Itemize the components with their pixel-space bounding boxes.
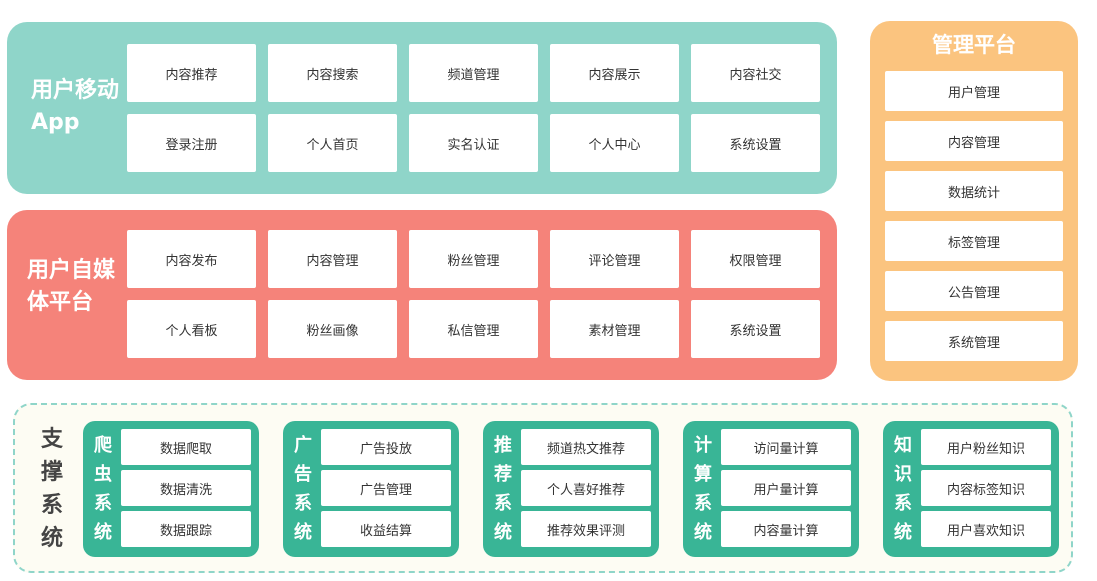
subsystem-item[interactable]: 频道热文推荐 [521,429,651,465]
subsystem-item[interactable]: 收益结算 [321,511,451,547]
user-media-grid: 内容发布 内容管理 粉丝管理 评论管理 权限管理 个人看板 粉丝画像 私信管理 … [127,230,820,358]
user-app-panel: 用户移动App 内容推荐 内容搜索 频道管理 内容展示 内容社交 登录注册 个人… [7,22,837,194]
user-app-grid: 内容推荐 内容搜索 频道管理 内容展示 内容社交 登录注册 个人首页 实名认证 … [127,44,820,172]
subsystem-item[interactable]: 广告投放 [321,429,451,465]
media-item[interactable]: 粉丝画像 [268,300,397,358]
app-item[interactable]: 系统设置 [691,114,820,172]
media-item[interactable]: 系统设置 [691,300,820,358]
admin-item[interactable]: 公告管理 [885,271,1063,311]
admin-title: 管理平台 [932,33,1016,57]
crawler-system: 爬虫系统 数据爬取 数据清洗 数据跟踪 [83,421,259,557]
user-app-title: 用户移动App [31,78,120,135]
ad-system: 广告系统 广告投放 广告管理 收益结算 [283,421,459,557]
app-item[interactable]: 个人中心 [550,114,679,172]
subsystem-item[interactable]: 数据清洗 [121,470,251,506]
app-item[interactable]: 登录注册 [127,114,256,172]
subsystem-item[interactable]: 广告管理 [321,470,451,506]
subsystem-item[interactable]: 数据跟踪 [121,511,251,547]
app-item[interactable]: 频道管理 [409,44,538,102]
compute-system-title: 计算系统 [694,435,712,543]
media-item[interactable]: 内容发布 [127,230,256,288]
subsystem-item[interactable]: 数据爬取 [121,429,251,465]
admin-item[interactable]: 内容管理 [885,121,1063,161]
media-item[interactable]: 权限管理 [691,230,820,288]
media-item[interactable]: 评论管理 [550,230,679,288]
knowledge-system: 知识系统 用户粉丝知识 内容标签知识 用户喜欢知识 [883,421,1059,557]
app-item[interactable]: 实名认证 [409,114,538,172]
subsystem-item[interactable]: 用户喜欢知识 [921,511,1051,547]
media-item[interactable]: 个人看板 [127,300,256,358]
subsystem-item[interactable]: 内容标签知识 [921,470,1051,506]
subsystem-item[interactable]: 用户量计算 [721,470,851,506]
subsystem-item[interactable]: 推荐效果评测 [521,511,651,547]
user-media-title: 用户自媒体平台 [27,258,116,315]
knowledge-system-title: 知识系统 [894,435,912,543]
admin-item[interactable]: 系统管理 [885,321,1063,361]
subsystem-item[interactable]: 内容量计算 [721,511,851,547]
app-item[interactable]: 内容推荐 [127,44,256,102]
admin-item[interactable]: 标签管理 [885,221,1063,261]
admin-list: 用户管理 内容管理 数据统计 标签管理 公告管理 系统管理 [885,71,1063,361]
support-systems-container: 支撑系统 爬虫系统 数据爬取 数据清洗 数据跟踪 广告系统 广告投放 广告管理 … [13,403,1073,573]
user-media-panel: 用户自媒体平台 内容发布 内容管理 粉丝管理 评论管理 权限管理 个人看板 粉丝… [7,210,837,380]
subsystem-item[interactable]: 个人喜好推荐 [521,470,651,506]
media-item[interactable]: 私信管理 [409,300,538,358]
crawler-system-title: 爬虫系统 [94,435,112,543]
subsystem-item[interactable]: 用户粉丝知识 [921,429,1051,465]
app-item[interactable]: 内容搜索 [268,44,397,102]
recommend-system-title: 推荐系统 [494,435,512,543]
recommend-system: 推荐系统 频道热文推荐 个人喜好推荐 推荐效果评测 [483,421,659,557]
app-item[interactable]: 内容社交 [691,44,820,102]
ad-system-title: 广告系统 [294,435,312,543]
media-item[interactable]: 内容管理 [268,230,397,288]
app-item[interactable]: 内容展示 [550,44,679,102]
admin-item[interactable]: 数据统计 [885,171,1063,211]
admin-panel: 管理平台 用户管理 内容管理 数据统计 标签管理 公告管理 系统管理 [870,21,1078,381]
support-title: 支撑系统 [40,427,63,551]
subsystem-item[interactable]: 访问量计算 [721,429,851,465]
admin-item[interactable]: 用户管理 [885,71,1063,111]
media-item[interactable]: 粉丝管理 [409,230,538,288]
compute-system: 计算系统 访问量计算 用户量计算 内容量计算 [683,421,859,557]
app-item[interactable]: 个人首页 [268,114,397,172]
media-item[interactable]: 素材管理 [550,300,679,358]
